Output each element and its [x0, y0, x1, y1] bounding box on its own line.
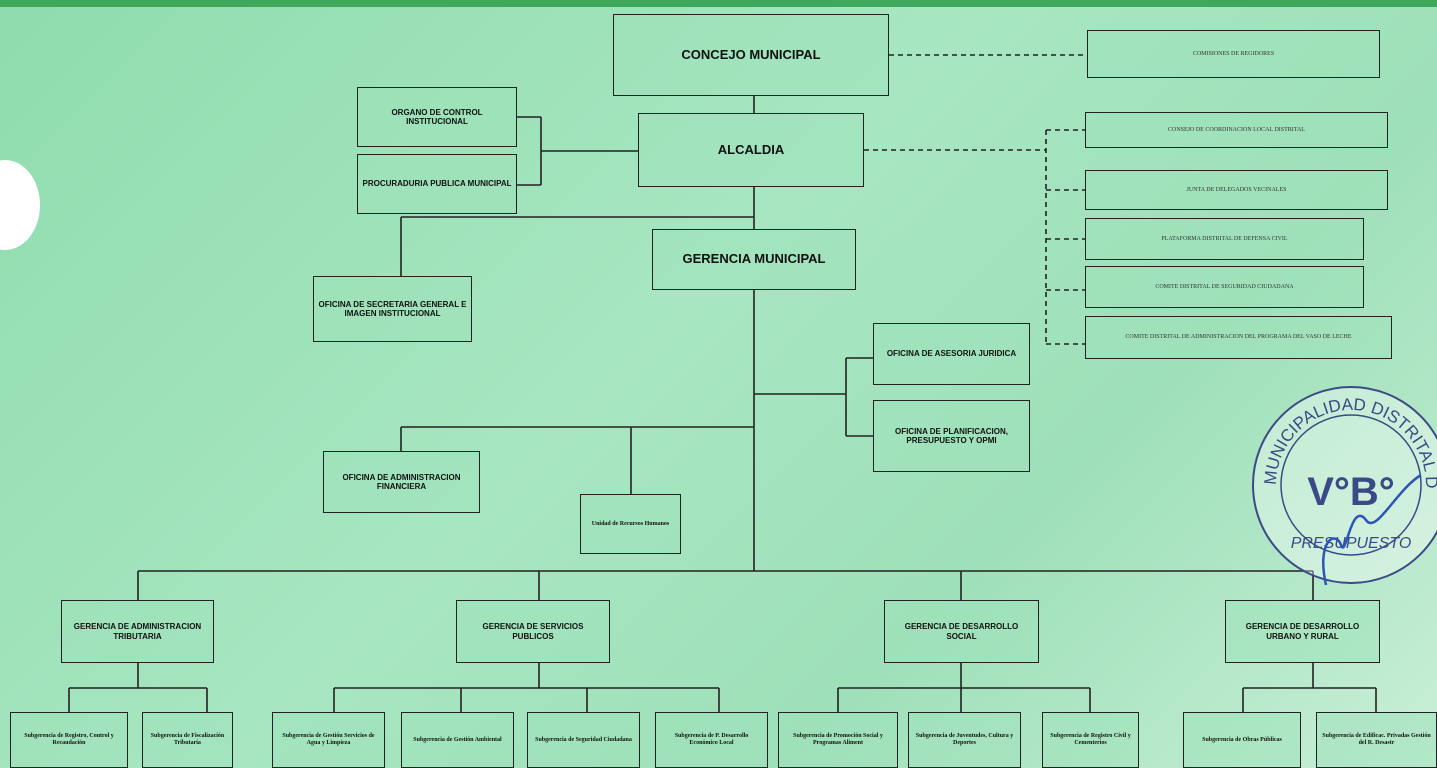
node-comite-vaso-leche: COMITE DISTRITAL DE ADMINISTRACION DEL P…	[1085, 316, 1392, 359]
node-sub-juventudes: Subgerencia de Juventudes, Cultura y Dep…	[908, 712, 1021, 768]
node-plataforma-defensa: PLATAFORMA DISTRITAL DE DEFENSA CIVIL	[1085, 218, 1364, 260]
node-planificacion: OFICINA DE PLANIFICACION, PRESUPUESTO Y …	[873, 400, 1030, 472]
node-gerencia-social: GERENCIA DE DESARROLLO SOCIAL	[884, 600, 1039, 663]
node-sub-obras: Subgerencia de Obras Públicas	[1183, 712, 1301, 768]
approval-stamp: MUNICIPALIDAD DISTRITAL DE V°B° PRESUPUE…	[1246, 380, 1437, 586]
node-sub-gestion-servicios: Subgerencia de Gestión Servicios de Agua…	[272, 712, 385, 768]
stamp-bottom-text: PRESUPUESTO	[1291, 535, 1412, 552]
node-consejo-coordinacion: CONSEJO DE COORDINACION LOCAL DISTRITAL	[1085, 112, 1388, 148]
node-comisiones-regidores: COMISIONES DE REGIDORES	[1087, 30, 1380, 78]
node-secretaria-general: OFICINA DE SECRETARIA GENERAL E IMAGEN I…	[313, 276, 472, 342]
signature-stroke	[1321, 473, 1422, 586]
node-gerencia-municipal: GERENCIA MUNICIPAL	[652, 229, 856, 290]
node-gerencia-tributaria: GERENCIA DE ADMINISTRACION TRIBUTARIA	[61, 600, 214, 663]
node-sub-seguridad: Subgerencia de Seguridad Ciudadana	[527, 712, 640, 768]
node-organo-control: ORGANO DE CONTROL INSTITUCIONAL	[357, 87, 517, 147]
node-alcaldia: ALCALDIA	[638, 113, 864, 187]
node-administracion-financiera: OFICINA DE ADMINISTRACION FINANCIERA	[323, 451, 480, 513]
node-junta-delegados: JUNTA DE DELEGADOS VECINALES	[1085, 170, 1388, 210]
node-asesoria-juridica: OFICINA DE ASESORIA JURIDICA	[873, 323, 1030, 385]
node-sub-registro-civil: Subgerencia de Registro Civil y Cementer…	[1042, 712, 1139, 768]
node-gerencia-urbano: GERENCIA DE DESARROLLO URBANO Y RURAL	[1225, 600, 1380, 663]
node-gerencia-servicios: GERENCIA DE SERVICIOS PUBLICOS	[456, 600, 610, 663]
node-comite-seguridad: COMITE DISTRITAL DE SEGURIDAD CIUDADANA	[1085, 266, 1364, 308]
stamp-center-text: V°B°	[1307, 470, 1395, 514]
node-sub-edificaciones: Subgerencia de Edificac. Privadas Gestió…	[1316, 712, 1437, 768]
node-concejo-municipal: CONCEJO MUNICIPAL	[613, 14, 889, 96]
node-sub-economico: Subgerencia de P. Desarrollo Económico L…	[655, 712, 768, 768]
node-procuraduria: PROCURADURIA PUBLICA MUNICIPAL	[357, 154, 517, 214]
node-sub-promocion: Subgerencia de Promoción Social y Progra…	[778, 712, 898, 768]
node-recursos-humanos: Unidad de Recursos Humanos	[580, 494, 681, 554]
node-sub-registro: Subgerencia de Registro, Control y Recau…	[10, 712, 128, 768]
node-sub-ambiental: Subgerencia de Gestión Ambiental	[401, 712, 514, 768]
top-accent-bar	[0, 0, 1437, 7]
node-sub-fiscalizacion: Subgerencia de Fiscalización Tributaria	[142, 712, 233, 768]
